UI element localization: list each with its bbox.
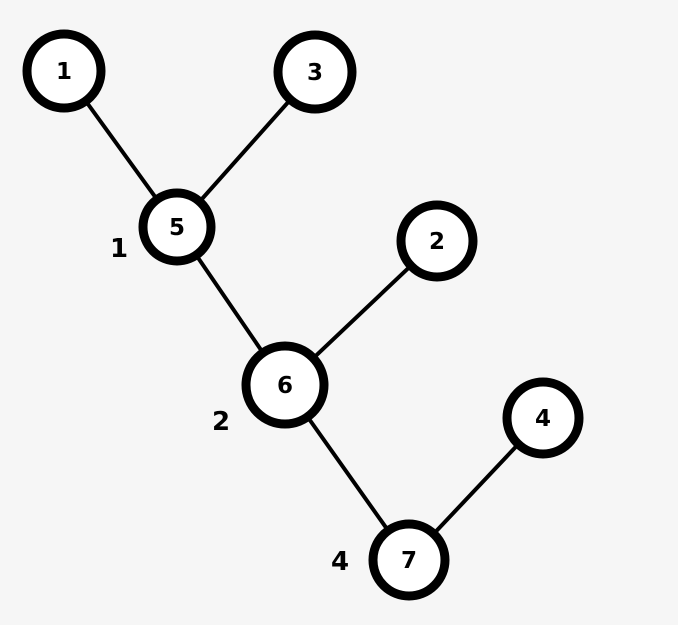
graph-edge xyxy=(433,444,519,534)
node-label: 2 xyxy=(429,229,445,255)
node-label: 3 xyxy=(307,60,323,86)
graph-node[interactable]: 6 xyxy=(241,341,329,429)
node-circle[interactable] xyxy=(138,188,216,266)
graph-node[interactable]: 4 xyxy=(502,377,584,459)
graph-edge xyxy=(85,100,158,200)
node-label: 5 xyxy=(169,215,185,241)
graph-edge xyxy=(199,99,291,202)
edge-weight-label: 1 xyxy=(110,234,128,264)
node-circle[interactable] xyxy=(241,341,329,429)
node-label: 4 xyxy=(535,406,551,432)
graph-node[interactable]: 7 xyxy=(368,519,450,601)
graph-node[interactable]: 2 xyxy=(396,200,478,282)
graph-node[interactable]: 5 xyxy=(138,188,216,266)
node-circle[interactable] xyxy=(22,29,106,113)
node-label: 6 xyxy=(277,373,293,399)
node-label: 1 xyxy=(56,59,72,85)
graph-edge xyxy=(313,265,412,359)
nodes-group: 1 3 5 2 6 4 7 xyxy=(22,29,584,601)
graph-edge xyxy=(195,255,264,353)
node-circle[interactable] xyxy=(502,377,584,459)
graph-node[interactable]: 3 xyxy=(273,30,357,114)
edge-weight-label: 2 xyxy=(212,407,230,437)
graph-node[interactable]: 1 xyxy=(22,29,106,113)
node-circle[interactable] xyxy=(273,30,357,114)
node-circle[interactable] xyxy=(368,519,450,601)
graph-edge xyxy=(306,416,389,531)
node-circle[interactable] xyxy=(396,200,478,282)
edges-group xyxy=(85,99,519,534)
node-label: 7 xyxy=(401,548,417,574)
edge-weight-label: 4 xyxy=(331,547,349,577)
edge-labels-group: 1 2 4 xyxy=(110,234,349,577)
